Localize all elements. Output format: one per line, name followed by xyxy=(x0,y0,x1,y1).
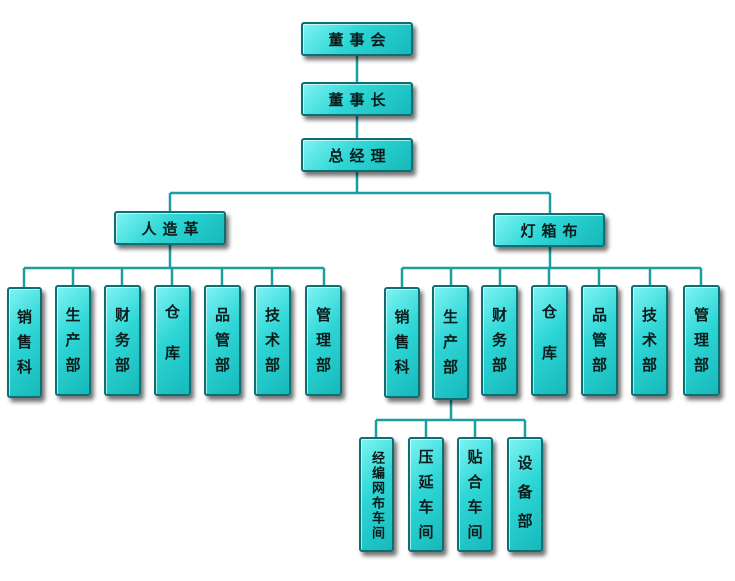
division-lightbox-cloth: 灯箱布 xyxy=(493,213,605,247)
dept-management: 管理部 xyxy=(683,285,720,396)
board-node: 董事会 xyxy=(301,22,413,56)
dept-finance: 财务部 xyxy=(104,285,141,396)
dept-finance: 财务部 xyxy=(481,285,518,396)
dept-quality: 品管部 xyxy=(581,285,618,396)
dept-warehouse: 仓库 xyxy=(154,285,191,396)
dept-production: 生产部 xyxy=(432,285,469,400)
dept-equipment: 设备部 xyxy=(507,437,543,552)
workshop-laminating: 贴合车间 xyxy=(457,437,493,552)
division-artificial-leather: 人造革 xyxy=(114,211,226,245)
dept-sales: 销售科 xyxy=(7,287,42,398)
dept-technology: 技术部 xyxy=(631,285,668,396)
workshop-calendering: 压延车间 xyxy=(408,437,444,552)
dept-sales: 销售科 xyxy=(384,287,420,398)
chairman-node: 董事长 xyxy=(301,82,413,116)
dept-production: 生产部 xyxy=(55,285,91,396)
general-manager-node: 总经理 xyxy=(301,138,413,172)
workshop-warp-knit-mesh: 经编网布车间 xyxy=(359,437,394,552)
dept-technology: 技术部 xyxy=(254,285,291,396)
dept-management: 管理部 xyxy=(305,285,342,396)
dept-warehouse: 仓库 xyxy=(531,285,568,396)
dept-quality: 品管部 xyxy=(204,285,241,396)
